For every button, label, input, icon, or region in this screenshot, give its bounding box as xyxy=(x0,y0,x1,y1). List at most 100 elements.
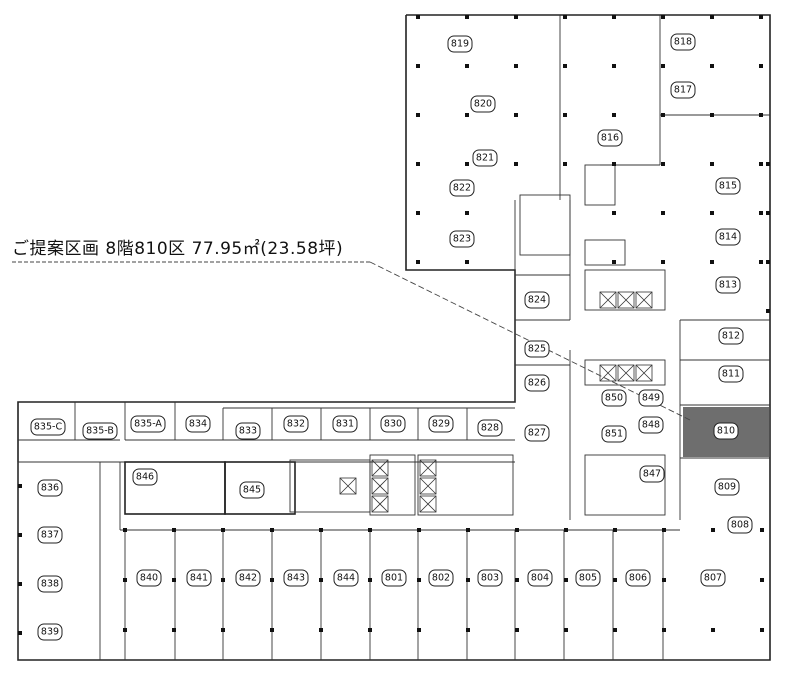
room-818[interactable]: 818 xyxy=(670,33,696,51)
room-803[interactable]: 803 xyxy=(477,569,503,587)
room-843[interactable]: 843 xyxy=(283,569,309,587)
room-801[interactable]: 801 xyxy=(381,569,407,587)
room-804[interactable]: 804 xyxy=(527,569,553,587)
room-label-box xyxy=(381,569,407,587)
room-number: 835-C xyxy=(34,422,63,433)
column-marker xyxy=(172,578,176,582)
room-829[interactable]: 829 xyxy=(428,415,454,433)
column-marker xyxy=(417,528,421,532)
room-number: 819 xyxy=(451,39,469,50)
room-number: 847 xyxy=(643,469,661,480)
column-marker xyxy=(759,211,763,215)
room-819[interactable]: 819 xyxy=(447,35,473,53)
room-842[interactable]: 842 xyxy=(235,569,261,587)
room-835-A[interactable]: 835-A xyxy=(130,415,166,433)
room-812[interactable]: 812 xyxy=(718,327,744,345)
room-850[interactable]: 850 xyxy=(601,389,627,407)
room-label-box xyxy=(575,569,601,587)
room-851[interactable]: 851 xyxy=(601,425,627,443)
room-821[interactable]: 821 xyxy=(472,149,498,167)
column-marker xyxy=(760,578,764,582)
room-832[interactable]: 832 xyxy=(283,415,309,433)
column-marker xyxy=(319,578,323,582)
room-846[interactable]: 846 xyxy=(132,468,158,486)
room-825[interactable]: 825 xyxy=(524,340,550,358)
column-marker xyxy=(766,162,770,166)
room-810[interactable]: 810 xyxy=(713,422,739,440)
column-marker xyxy=(18,631,22,635)
column-marker xyxy=(662,528,666,532)
column-marker xyxy=(710,113,714,117)
column-marker xyxy=(123,528,127,532)
room-824[interactable]: 824 xyxy=(524,291,550,309)
room-label-box xyxy=(235,569,261,587)
elevator-icon xyxy=(371,477,389,495)
room-839[interactable]: 839 xyxy=(37,623,63,641)
room-823[interactable]: 823 xyxy=(449,230,475,248)
column-marker xyxy=(18,484,22,488)
column-marker xyxy=(563,15,567,19)
column-marker xyxy=(661,64,665,68)
room-844[interactable]: 844 xyxy=(333,569,359,587)
room-813[interactable]: 813 xyxy=(715,276,741,294)
room-820[interactable]: 820 xyxy=(470,95,496,113)
column-marker xyxy=(18,533,22,537)
room-number: 802 xyxy=(432,573,450,584)
room-838[interactable]: 838 xyxy=(37,575,63,593)
room-826[interactable]: 826 xyxy=(524,374,550,392)
room-number: 848 xyxy=(642,420,660,431)
room-label-box xyxy=(30,418,66,436)
room-830[interactable]: 830 xyxy=(380,415,406,433)
room-number: 826 xyxy=(528,378,546,389)
room-802[interactable]: 802 xyxy=(428,569,454,587)
room-label-box xyxy=(638,416,664,434)
room-number: 825 xyxy=(528,344,546,355)
room-822[interactable]: 822 xyxy=(449,179,475,197)
room-836[interactable]: 836 xyxy=(37,479,63,497)
room-817[interactable]: 817 xyxy=(670,81,696,99)
column-marker xyxy=(564,578,568,582)
room-833[interactable]: 833 xyxy=(235,422,261,440)
room-number: 832 xyxy=(287,419,305,430)
room-847[interactable]: 847 xyxy=(639,465,665,483)
column-marker xyxy=(172,628,176,632)
room-number: 842 xyxy=(239,573,257,584)
room-number: 834 xyxy=(189,419,207,430)
room-841[interactable]: 841 xyxy=(186,569,212,587)
room-808[interactable]: 808 xyxy=(727,516,753,534)
room-811[interactable]: 811 xyxy=(718,365,744,383)
room-label-box xyxy=(130,415,166,433)
column-marker xyxy=(368,528,372,532)
room-835-C[interactable]: 835-C xyxy=(30,418,66,436)
room-849[interactable]: 849 xyxy=(638,389,664,407)
room-837[interactable]: 837 xyxy=(37,526,63,544)
room-label-box xyxy=(449,179,475,197)
room-816[interactable]: 816 xyxy=(597,129,623,147)
room-827[interactable]: 827 xyxy=(524,424,550,442)
room-807[interactable]: 807 xyxy=(700,569,726,587)
elevator-icon xyxy=(419,477,437,495)
elevator-icon xyxy=(617,364,635,382)
room-809[interactable]: 809 xyxy=(714,478,740,496)
room-848[interactable]: 848 xyxy=(638,416,664,434)
room-815[interactable]: 815 xyxy=(715,177,741,195)
room-label-box xyxy=(601,425,627,443)
room-label-box xyxy=(37,623,63,641)
room-845[interactable]: 845 xyxy=(239,481,265,499)
column-marker xyxy=(613,528,617,532)
room-814[interactable]: 814 xyxy=(715,228,741,246)
room-828[interactable]: 828 xyxy=(477,419,503,437)
room-806[interactable]: 806 xyxy=(625,569,651,587)
room-835-B[interactable]: 835-B xyxy=(82,422,118,440)
room-840[interactable]: 840 xyxy=(136,569,162,587)
building-outline xyxy=(17,14,771,661)
room-label-box xyxy=(186,569,212,587)
room-831[interactable]: 831 xyxy=(332,415,358,433)
room-number: 821 xyxy=(476,153,494,164)
room-number: 812 xyxy=(722,331,740,342)
room-805[interactable]: 805 xyxy=(575,569,601,587)
room-number: 841 xyxy=(190,573,208,584)
column-marker xyxy=(564,628,568,632)
room-834[interactable]: 834 xyxy=(185,415,211,433)
room-number: 805 xyxy=(579,573,597,584)
